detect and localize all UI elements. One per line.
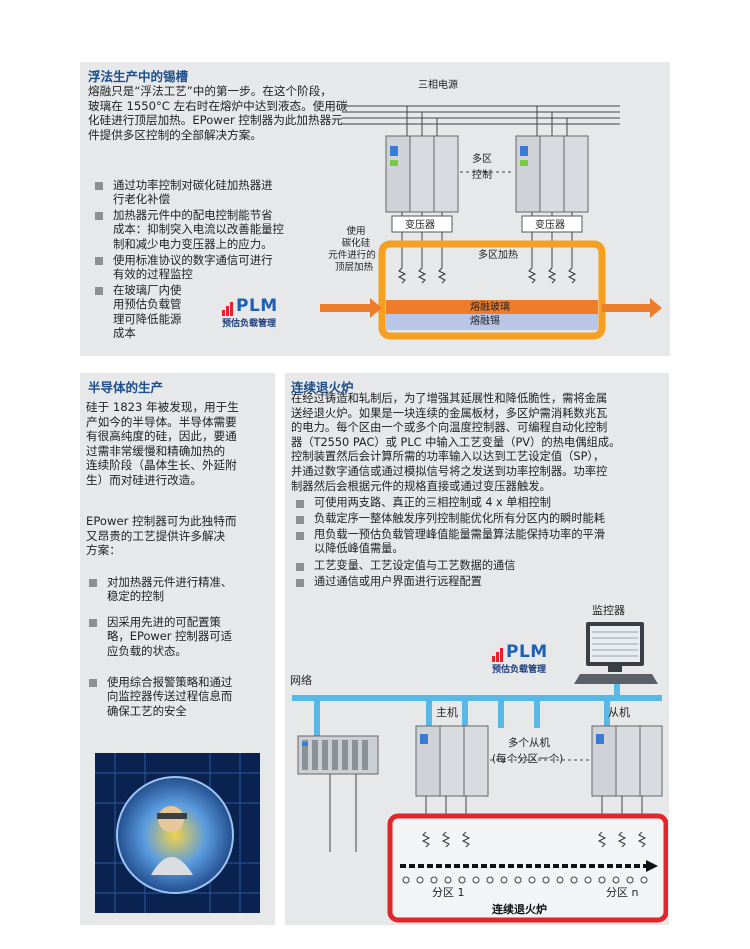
power-controller-right [515, 135, 589, 213]
section-title-float-glass: 浮法生产中的锡槽 [88, 69, 189, 84]
plm-bars-icon [222, 297, 234, 316]
molten-glass-label: 熔融玻璃 [470, 300, 510, 313]
plc-rack [297, 735, 379, 775]
multi-slave-label: (每个分区一个) [492, 752, 563, 765]
sic-label: 顶层加热 [335, 261, 374, 273]
para-line: 化硅进行顶层加热。EPower 控制器为此加热器元 [88, 113, 343, 128]
bullet-item: 加热器元件中的配电控制能节省成本：抑制突入电流以改善能量控制和减少电力变压器上的… [94, 208, 284, 251]
bullet-item: 因采用先进的可配置策略，EPower 控制器可适应负载的状态。 [88, 615, 232, 658]
transformer-label: 变压器 [405, 218, 435, 231]
float-glass-paragraph: 熔融只是“浮法工艺”中的第一步。在这个阶段， 玻璃在 1550°C 左右时在熔炉… [88, 84, 388, 142]
master-label: 主机 [436, 705, 458, 719]
bullet-item: 工艺变量、工艺设定值与工艺数据的通信 [295, 559, 515, 573]
annealing-paragraph: 在经过铸造和轧制后，为了增强其延展性和降低脆性，需将金属送经退火炉。如果是一块连… [291, 392, 621, 493]
bullet-item: 对加热器元件进行精准、稳定的控制 [88, 575, 232, 604]
semiconductor-paragraph-2: EPower 控制器可为此独特而又昂贵的工艺提供许多解决方案： [86, 514, 237, 558]
glass-flow-arrow-right [602, 298, 662, 318]
bullet-item: 使用综合报警策略和通过向监控器传送过程信息而确保工艺的安全 [88, 675, 232, 718]
multi-zone-heating-label: 多区加热 [478, 248, 518, 261]
bullet-item: 使用标准协议的数字通信可进行有效的过程监控 [94, 253, 272, 282]
para-line: 件提供多区控制的全部解决方案。 [88, 127, 262, 142]
sic-label: 使用 [346, 225, 365, 237]
bullet-item: 负载定序一整体触发序列控制能优化所有分区内的瞬时能耗 [295, 512, 605, 526]
zone-1-label: 分区 1 [432, 886, 465, 899]
semiconductor-paragraph: 硅于 1823 年被发现，用于生产如今的半导体。半导体需要有很高纯度的硅，因此，… [86, 400, 239, 487]
power-supply-label: 三相电源 [418, 78, 458, 91]
slave-controller [591, 725, 663, 797]
glass-flow-arrow-left [320, 298, 382, 318]
transformer-label: 变压器 [535, 218, 565, 231]
master-controller [415, 725, 489, 797]
slave-label: 从机 [608, 705, 630, 719]
monitor-icon [574, 622, 658, 684]
para-line: 玻璃在 1550°C 左右时在熔炉中达到液态。使用碳 [88, 98, 348, 113]
bullet-item: 可使用两支路、真正的三相控制或 4 x 单相控制 [295, 496, 551, 510]
sic-label: 元件进行的 [328, 249, 376, 261]
plm-logo: PLM 预估负载管理 [222, 296, 278, 329]
heating-zone-frame [378, 240, 606, 340]
network-bus [292, 695, 662, 701]
bullet-item: 甩负载一预估负载管理峰值能量需量算法能保持功率的平滑以降低峰值需量。 [295, 528, 605, 557]
multi-slave-label: 多个从机 [508, 736, 550, 749]
float-glass-diagram: 三相电源 多区 控制 变压器 变压器 多区加热 熔融玻璃 熔融锡 使用 碳化硅 [320, 78, 662, 340]
annealing-diagram: 监控器 网络 主机 从机 多个从机 (每个分区一个) [290, 603, 668, 923]
monitor-label: 监控器 [592, 603, 625, 617]
power-controller-left [385, 135, 459, 213]
plm-logo: PLM 预估负载管理 [492, 642, 548, 675]
network-label: 网络 [290, 673, 312, 687]
molten-tin-label: 熔融锡 [470, 314, 500, 327]
semiconductor-wafer-photo [95, 753, 260, 913]
plm-bars-icon [492, 643, 504, 662]
para-line: 熔融只是“浮法工艺”中的第一步。在这个阶段， [88, 84, 332, 98]
bullet-item: 在玻璃厂内使用预估负载管理可降低能源成本 [94, 283, 181, 341]
section-title-annealing: 连续退火炉 [291, 380, 354, 395]
furnace-label: 连续退火炉 [492, 902, 547, 916]
bullet-item: 通过通信或用户界面进行远程配置 [295, 575, 482, 589]
zone-control-label: 控制 [472, 168, 492, 181]
section-title-semiconductor: 半导体的生产 [88, 380, 164, 395]
sic-label: 碳化硅 [342, 237, 371, 249]
bullet-item: 通过功率控制对碳化硅加热器进行老化补偿 [94, 178, 272, 207]
zone-control-label: 多区 [472, 152, 492, 165]
zone-n-label: 分区 n [606, 886, 638, 899]
